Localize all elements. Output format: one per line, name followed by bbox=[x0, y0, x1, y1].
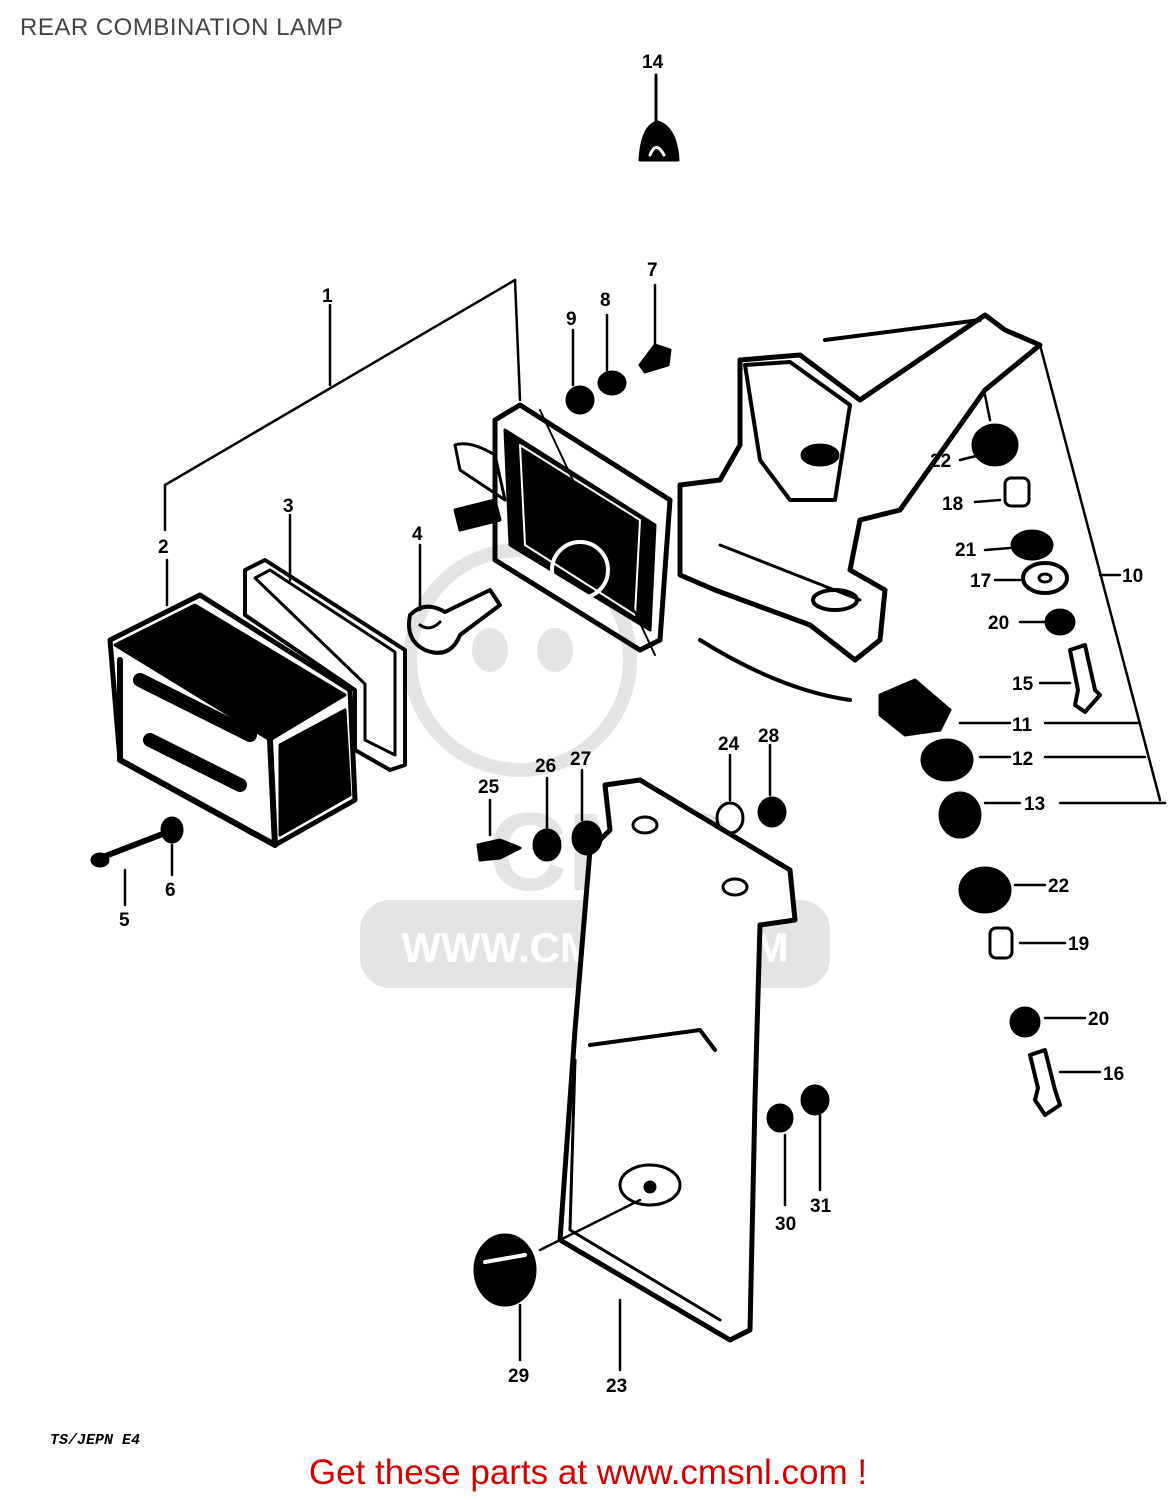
part-27-washer bbox=[571, 768, 603, 856]
callout-2: 2 bbox=[158, 537, 169, 558]
callout-22-lower: 22 bbox=[1048, 876, 1069, 897]
callout-27: 27 bbox=[570, 749, 591, 770]
callout-12: 12 bbox=[1012, 749, 1033, 770]
callout-30: 30 bbox=[775, 1214, 796, 1235]
part-4-bulb bbox=[407, 543, 502, 655]
callout-22-upper: 22 bbox=[930, 451, 951, 472]
part-5-screw bbox=[90, 832, 163, 907]
watermark-mascot-eye bbox=[472, 628, 508, 672]
part-8-washer bbox=[597, 313, 627, 396]
callout-11: 11 bbox=[1012, 715, 1033, 736]
callout-20-lower: 20 bbox=[1088, 1009, 1109, 1030]
part-18-collar bbox=[973, 476, 1031, 508]
callout-31: 31 bbox=[810, 1196, 832, 1217]
part-17-washer bbox=[993, 561, 1069, 595]
callout-26: 26 bbox=[535, 756, 556, 777]
part-11-collar bbox=[878, 678, 1142, 737]
callout-6: 6 bbox=[165, 880, 176, 901]
callout-15: 15 bbox=[1012, 674, 1034, 695]
part-9-nut bbox=[565, 328, 595, 415]
part-25-screw bbox=[476, 798, 522, 862]
callout-4: 4 bbox=[412, 524, 423, 545]
part-7-screw bbox=[638, 283, 672, 374]
part-16-bolt bbox=[1028, 1048, 1102, 1117]
callout-29: 29 bbox=[508, 1366, 529, 1387]
callout-8: 8 bbox=[600, 290, 611, 311]
callout-7: 7 bbox=[647, 260, 658, 281]
part-23-license-plate-bracket bbox=[538, 777, 798, 1372]
part-30-washer bbox=[766, 1103, 794, 1207]
callout-25: 25 bbox=[478, 777, 500, 798]
part-14-cap-nut bbox=[638, 73, 680, 162]
part-20-nut-lower bbox=[1009, 1006, 1087, 1038]
part-2-lamp-lens bbox=[107, 558, 358, 848]
callout-3: 3 bbox=[283, 496, 294, 517]
part-19-collar bbox=[988, 926, 1067, 960]
callout-5: 5 bbox=[119, 910, 130, 931]
part-1-lamp-housing bbox=[453, 402, 673, 656]
part-29-reflector bbox=[473, 1233, 537, 1362]
part-3-lens-gasket bbox=[243, 513, 407, 772]
callout-23: 23 bbox=[606, 1376, 627, 1397]
page-title: REAR COMBINATION LAMP bbox=[20, 14, 344, 41]
drawing-code: TS/JEPN E4 bbox=[50, 1432, 141, 1449]
part-21-washer bbox=[983, 529, 1054, 561]
callout-1: 1 bbox=[322, 286, 333, 307]
part-12-spacer bbox=[920, 738, 1147, 782]
part-26-nut bbox=[532, 776, 562, 862]
part-22-cushion-lower bbox=[958, 866, 1047, 914]
part-22-cushion-upper bbox=[958, 393, 1019, 467]
callout-10: 10 bbox=[1122, 566, 1143, 587]
part-28-nut bbox=[757, 743, 787, 828]
part-15-bolt bbox=[1038, 643, 1102, 714]
part-6-washer bbox=[160, 816, 184, 877]
callout-17: 17 bbox=[970, 571, 991, 592]
part-10-mounting-bracket bbox=[677, 312, 1162, 802]
callout-20-upper: 20 bbox=[988, 613, 1009, 634]
callout-24: 24 bbox=[718, 734, 740, 755]
leader-lines-lamp-assembly bbox=[163, 278, 522, 532]
part-13-grommet bbox=[938, 791, 1167, 839]
part-31-nut bbox=[800, 1084, 830, 1192]
callout-21: 21 bbox=[955, 540, 977, 561]
callout-16: 16 bbox=[1103, 1064, 1124, 1085]
get-parts-link[interactable]: Get these parts at www.cmsnl.com ! bbox=[308, 1453, 868, 1492]
callout-19: 19 bbox=[1068, 934, 1089, 955]
part-20-nut-upper bbox=[1018, 608, 1076, 636]
callout-28: 28 bbox=[758, 726, 779, 747]
callout-9: 9 bbox=[566, 309, 577, 330]
part-24-washer bbox=[715, 753, 745, 835]
callout-13: 13 bbox=[1024, 794, 1045, 815]
callout-numbers: 1 2 3 4 5 6 7 8 9 10 11 12 13 14 15 16 1… bbox=[119, 52, 1143, 1397]
callout-14: 14 bbox=[642, 52, 664, 73]
callout-18: 18 bbox=[942, 494, 963, 515]
watermark-mascot-eye bbox=[537, 628, 573, 672]
